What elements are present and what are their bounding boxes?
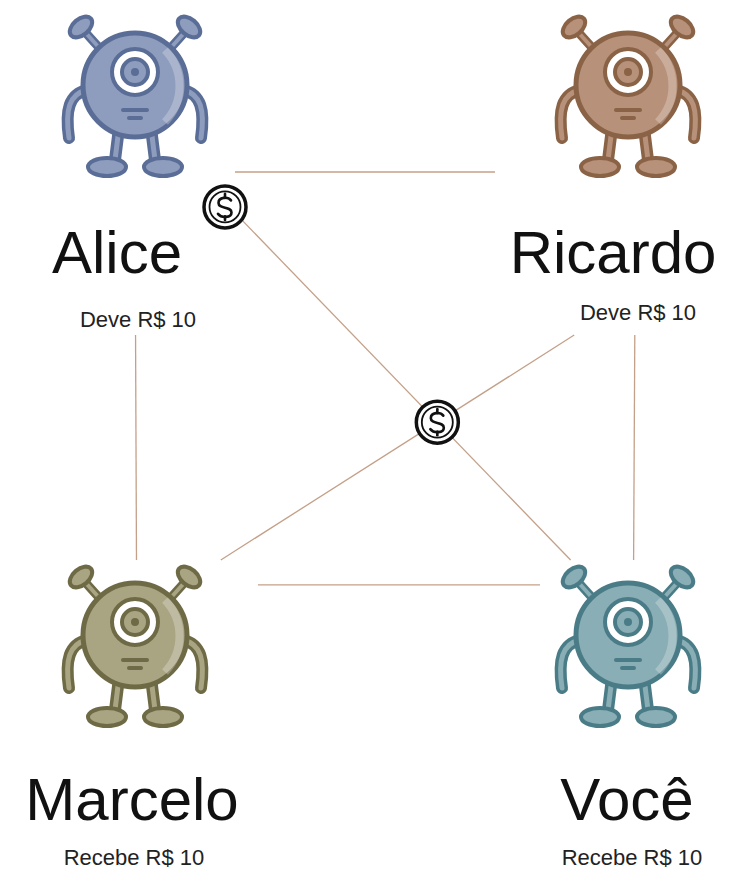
person-name: Ricardo — [510, 218, 717, 288]
person-name: Alice — [52, 218, 182, 288]
payment-link — [221, 335, 574, 560]
person-name: Marcelo — [25, 765, 238, 835]
dollar-symbol — [204, 186, 246, 228]
person-node: MarceloRecebe R$ 10 — [10, 560, 258, 872]
balance-text: Recebe R$ 10 — [562, 845, 703, 871]
payment-link — [235, 171, 495, 172]
person-name: Você — [560, 765, 693, 835]
balance-text: Deve R$ 10 — [80, 307, 196, 333]
person-node: VocêRecebe R$ 10 — [540, 560, 720, 872]
payment-link — [135, 335, 137, 560]
payment-link — [634, 335, 635, 560]
person-node: AliceDeve R$ 10 — [40, 5, 235, 335]
dollar-symbol — [416, 401, 458, 443]
balance-text: Deve R$ 10 — [580, 300, 696, 326]
person-node: RicardoDeve R$ 10 — [495, 5, 728, 335]
balance-text: Recebe R$ 10 — [64, 845, 205, 871]
robot-icon — [548, 560, 708, 730]
robot-icon — [55, 560, 215, 730]
robot-icon — [548, 10, 708, 180]
robot-icon — [55, 10, 215, 180]
payment-link — [258, 584, 540, 585]
